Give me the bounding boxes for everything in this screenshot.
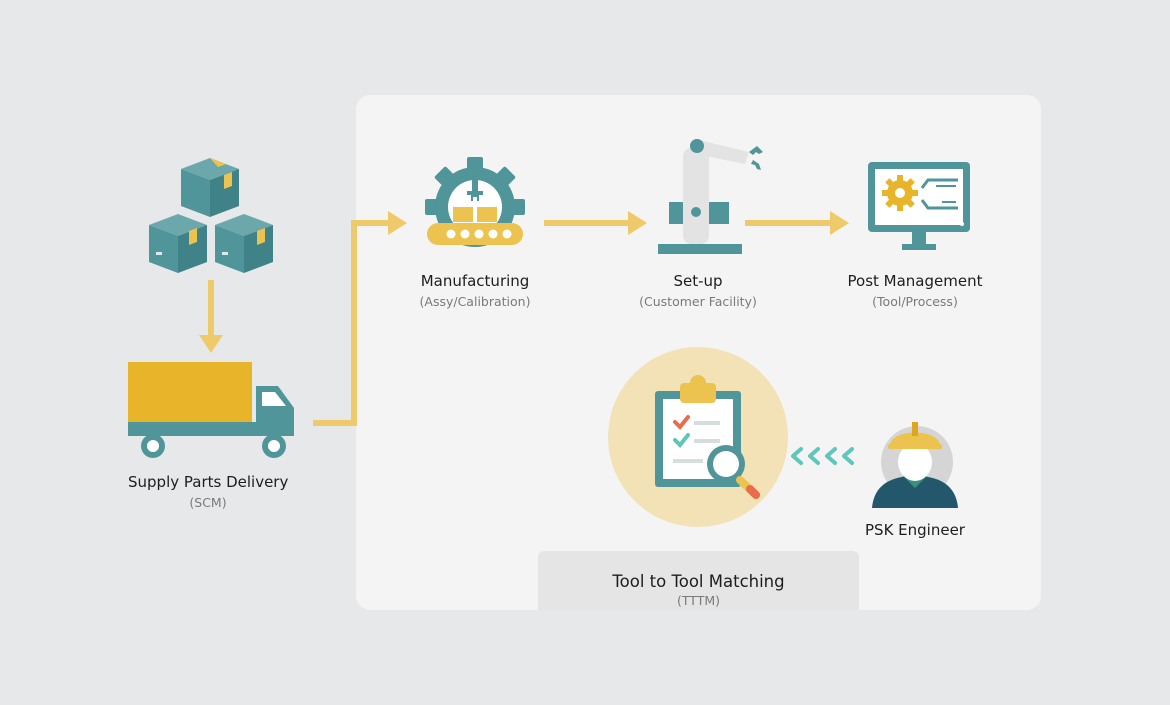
tttm-title: Tool to Tool Matching bbox=[612, 572, 785, 591]
robot-arm-icon bbox=[658, 139, 763, 254]
boxes-icon bbox=[149, 158, 273, 273]
post-label: Post Management (Tool/Process) bbox=[830, 272, 1000, 309]
arrow-setup-to-post bbox=[745, 211, 849, 235]
tttm-subtitle: (TTTM) bbox=[676, 593, 720, 608]
manufacturing-label: Manufacturing (Assy/Calibration) bbox=[395, 272, 555, 309]
arrow-manufacturing-to-setup bbox=[544, 211, 647, 235]
supply-title: Supply Parts Delivery bbox=[128, 473, 289, 491]
chevrons-engineer-to-check bbox=[791, 447, 854, 465]
supply-label: Supply Parts Delivery (SCM) bbox=[128, 473, 288, 510]
monitor-gear-icon bbox=[868, 162, 970, 250]
gear-factory-icon bbox=[425, 157, 525, 247]
truck-icon bbox=[128, 362, 294, 458]
engineer-avatar-icon bbox=[872, 422, 958, 508]
tttm-label: Tool to Tool Matching (TTTM) bbox=[538, 572, 859, 608]
checklist-magnifier-icon bbox=[608, 347, 788, 527]
setup-label: Set-up (Customer Facility) bbox=[618, 272, 778, 309]
post-subtitle: (Tool/Process) bbox=[872, 294, 958, 309]
arrow-boxes-to-truck bbox=[199, 280, 223, 353]
arrow-truck-to-manufacturing bbox=[313, 211, 407, 426]
engineer-title: PSK Engineer bbox=[865, 521, 965, 539]
post-title: Post Management bbox=[847, 272, 983, 290]
manufacturing-title: Manufacturing bbox=[420, 272, 530, 290]
tttm-tab bbox=[538, 551, 859, 610]
supply-subtitle: (SCM) bbox=[189, 495, 227, 510]
setup-subtitle: (Customer Facility) bbox=[639, 294, 757, 309]
setup-title: Set-up bbox=[673, 272, 723, 290]
manufacturing-subtitle: (Assy/Calibration) bbox=[419, 294, 531, 309]
engineer-label: PSK Engineer bbox=[845, 521, 985, 539]
